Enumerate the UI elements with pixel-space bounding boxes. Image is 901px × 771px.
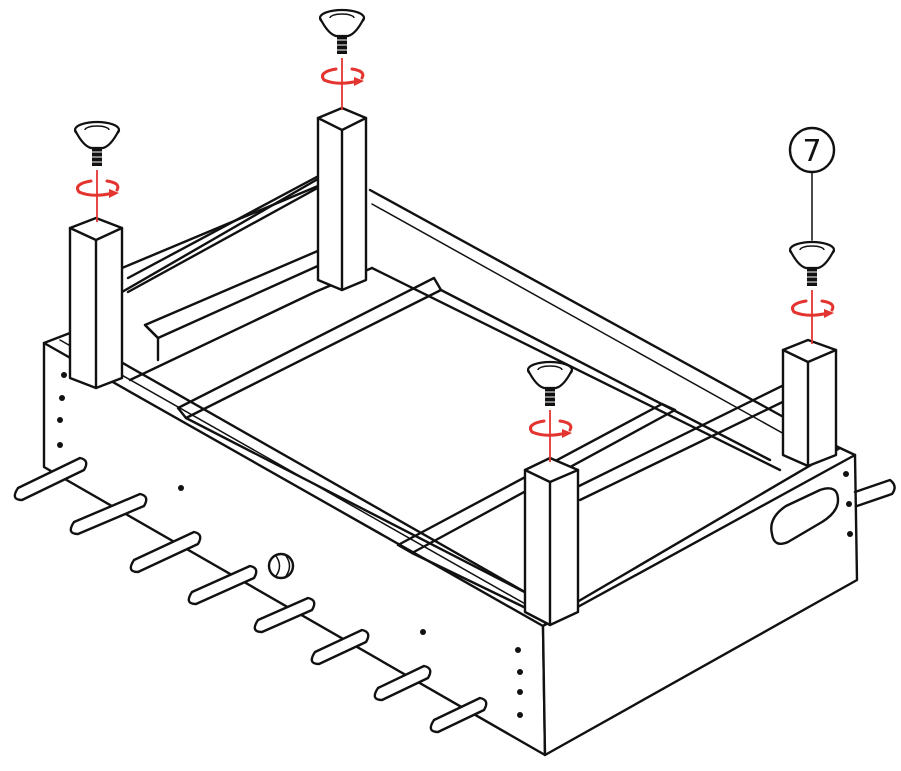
rod-7	[373, 664, 432, 702]
player-rods	[13, 456, 488, 734]
right-end-panel	[541, 446, 896, 757]
handle-cutout	[770, 487, 840, 545]
step-number: 7	[802, 134, 821, 169]
coin-slot	[267, 552, 295, 580]
step-callout: 7	[788, 126, 836, 241]
rod-2	[69, 492, 148, 536]
rotate-arrow-icon	[76, 179, 120, 198]
leveler-foot-icon	[526, 360, 574, 406]
rod-3	[129, 530, 202, 574]
foot-front-center	[526, 360, 574, 462]
leveler-foot-icon	[318, 8, 366, 54]
leg-front-right	[781, 338, 838, 468]
foot-front-right	[788, 240, 836, 344]
leg-front-center	[523, 456, 580, 627]
leveler-feet	[73, 8, 836, 462]
rod-5	[253, 596, 316, 634]
rod-6	[310, 628, 370, 666]
rotate-arrow-icon	[529, 419, 573, 438]
rod-8	[429, 696, 488, 734]
leg-back-left	[68, 216, 124, 390]
rotate-arrow-icon	[791, 299, 835, 318]
leg-back-middle	[316, 106, 368, 292]
leveler-foot-icon	[73, 120, 121, 166]
rods-back	[573, 380, 798, 502]
leveler-foot-icon	[788, 240, 836, 286]
rod-4	[187, 564, 258, 606]
foot-back-left	[73, 120, 121, 222]
front-side-panel	[42, 331, 565, 757]
rod-1	[13, 456, 88, 502]
foot-back-middle	[318, 8, 366, 110]
rotate-arrow-icon	[321, 67, 365, 86]
